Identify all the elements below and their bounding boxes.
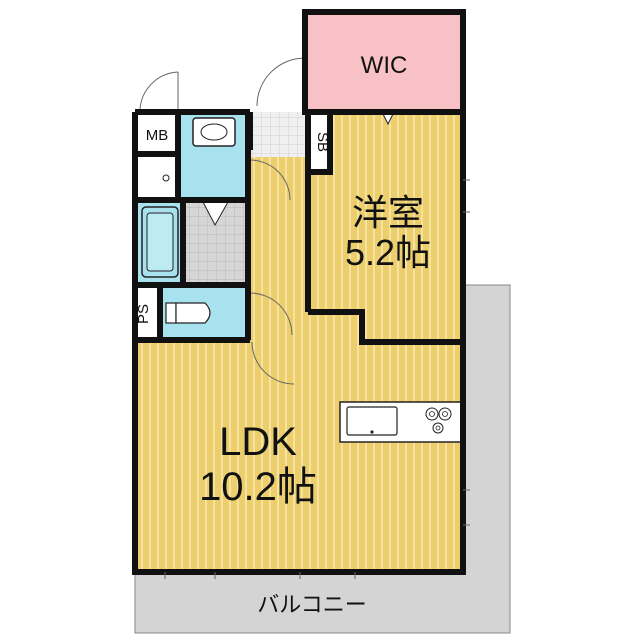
ps-box — [136, 287, 160, 339]
sink-icon — [346, 406, 398, 436]
stove-icon — [425, 407, 452, 434]
mb-label: MB — [146, 127, 169, 144]
bedroom-label: 洋室 — [352, 192, 424, 233]
door-swings — [139, 57, 306, 385]
mb-lower — [136, 154, 178, 200]
sb-label: SB — [314, 132, 331, 152]
walls — [132, 9, 466, 575]
wic-room — [305, 12, 463, 112]
windows — [164, 179, 470, 579]
bedroom-size: 5.2帖 — [345, 232, 431, 273]
ldk-label: LDK — [219, 420, 297, 464]
toilet-icon — [165, 302, 211, 324]
entrance-tile — [250, 112, 305, 157]
balcony-label: バルコニー — [257, 592, 367, 617]
wic-label: WIC — [361, 52, 408, 79]
drain-icon — [162, 174, 170, 182]
mb-box — [136, 112, 178, 154]
hallway-floor — [248, 150, 308, 340]
ldk-size: 10.2帖 — [199, 465, 317, 509]
kitchen-counter — [339, 401, 463, 443]
ps-label: PS — [135, 304, 152, 324]
